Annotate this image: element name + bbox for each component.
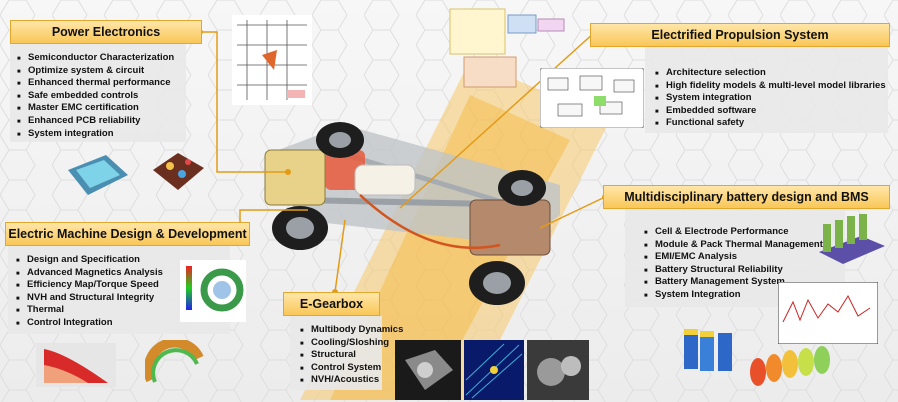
list-item: High fidelity models & multi-level model…	[655, 80, 886, 93]
list-item: NVH and Structural Integrity	[16, 292, 163, 305]
list-item: Battery Structural Reliability	[644, 264, 823, 277]
list-item: Structural	[300, 349, 403, 362]
gear-assembly-image	[527, 340, 589, 400]
propulsion-list: Architecture selection High fidelity mod…	[652, 67, 886, 131]
list-item: System Integration	[644, 289, 823, 302]
wheel-rear-right	[498, 170, 546, 206]
list-item: Module & Pack Thermal Management	[644, 239, 823, 252]
list-item: EMI/EMC Analysis	[644, 251, 823, 264]
connector-dot-power-end	[285, 169, 291, 175]
battery-list: Cell & Electrode Performance Module & Pa…	[641, 226, 823, 302]
pack-thermal-image	[750, 346, 830, 386]
list-item: Functional safety	[655, 117, 886, 130]
bms-signal-plot-image	[778, 282, 878, 344]
gearbox-housing-image	[395, 340, 461, 400]
circuit-schematic-image	[232, 15, 312, 105]
machine-title: Electric Machine Design & Development	[5, 222, 250, 246]
gearbox-title: E-Gearbox	[283, 292, 380, 316]
list-item: Master EMC certification	[17, 102, 174, 115]
power-electronics-title: Power Electronics	[10, 20, 202, 44]
list-item: Control System	[300, 362, 403, 375]
system-block-diagram-image	[449, 8, 565, 88]
motor-flux-image	[180, 260, 246, 322]
list-item: Thermal	[16, 304, 163, 317]
stator-3d-image	[145, 340, 204, 383]
list-item: System integration	[17, 128, 174, 141]
list-item: Architecture selection	[655, 67, 886, 80]
semiconductor-3d-image	[153, 153, 204, 190]
list-item: Enhanced PCB reliability	[17, 115, 174, 128]
list-item: NVH/Acoustics	[300, 374, 403, 387]
list-item: Safe embedded controls	[17, 90, 174, 103]
sloshing-cfd-image	[464, 340, 524, 400]
list-item: Advanced Magnetics Analysis	[16, 267, 163, 280]
list-item: Cell & Electrode Performance	[644, 226, 823, 239]
wheel-rear-left	[469, 261, 525, 305]
list-item: Efficiency Map/Torque Speed	[16, 279, 163, 292]
machine-list: Design and Specification Advanced Magnet…	[13, 254, 163, 330]
battery-title: Multidisciplinary battery design and BMS	[603, 185, 890, 209]
power-electronics-list: Semiconductor Characterization Optimize …	[14, 52, 174, 141]
propulsion-title: Electrified Propulsion System	[590, 23, 890, 47]
list-item: System integration	[655, 92, 886, 105]
model-library-image	[540, 68, 644, 128]
wheel-front-right	[316, 122, 364, 158]
list-item: Cooling/Sloshing	[300, 337, 403, 350]
list-item: Multibody Dynamics	[300, 324, 403, 337]
pcb-thermal-image	[68, 155, 128, 195]
list-item: Design and Specification	[16, 254, 163, 267]
gearbox-list: Multibody Dynamics Cooling/Sloshing Stru…	[297, 324, 403, 388]
list-item: Battery Management System	[644, 276, 823, 289]
cell-stack-image	[684, 329, 732, 371]
wheel-front-left	[272, 206, 328, 250]
list-item: Optimize system & circuit	[17, 65, 174, 78]
battery-module-image	[819, 214, 885, 264]
list-item: Control Integration	[16, 317, 163, 330]
list-item: Semiconductor Characterization	[17, 52, 174, 65]
efficiency-map-image	[36, 343, 116, 387]
list-item: Embedded software	[655, 105, 886, 118]
list-item: Enhanced thermal performance	[17, 77, 174, 90]
